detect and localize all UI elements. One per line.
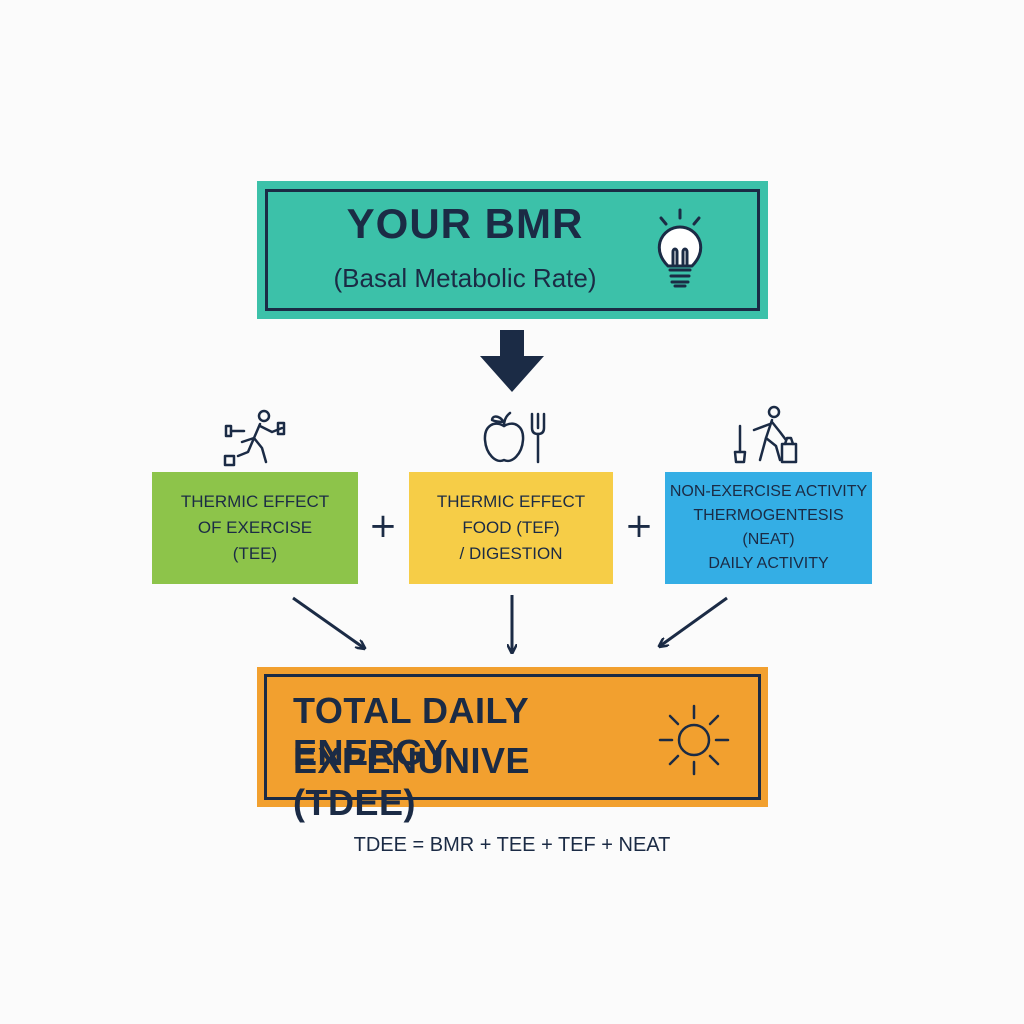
neat-box: NON-EXERCISE ACTIVITY THERMOGENTESIS (NE… (665, 472, 872, 584)
tdee-title-line-2: EXPENUNIVE (TDEE) (293, 740, 531, 823)
plus-sign: + (624, 506, 654, 546)
tdee-box (257, 667, 768, 807)
bmr-title: YOUR BMR (346, 200, 584, 247)
tef-label-line: FOOD (TEF) (462, 518, 560, 537)
tef-label-line: / DIGESTION (459, 544, 563, 563)
tee-label-line: (TEE) (232, 544, 278, 563)
tdee-formula: TDEE = BMR + TEE + TEF + NEAT (353, 834, 671, 856)
tee-box: THERMIC EFFECT OF EXERCISE (TEE) (152, 472, 358, 584)
down-arrow-icon (480, 330, 544, 392)
tee-label-line: THERMIC EFFECT (180, 492, 330, 511)
worker-icon (733, 405, 798, 464)
neat-label-line: NON-EXERCISE ACTIVITY (669, 483, 868, 500)
neat-to-tdee-arrow (660, 596, 728, 646)
neat-label-line: THERMOGENTESIS (693, 507, 844, 524)
apple-fork-icon (483, 411, 546, 464)
tdee-title-line-1: TOTAL DAILY ENERGY (293, 690, 529, 773)
tef-box: THERMIC EFFECT FOOD (TEF) / DIGESTION (409, 472, 613, 584)
sun-icon (658, 704, 730, 776)
tef-label-line: THERMIC EFFECT (436, 492, 586, 511)
exercise-icon (223, 409, 286, 467)
neat-label-line: DAILY ACTIVITY (708, 555, 829, 572)
bmr-box-border (265, 189, 760, 311)
plus-sign: + (368, 506, 398, 546)
lightbulb-icon (657, 208, 703, 288)
tee-label-line: OF EXERCISE (197, 518, 313, 537)
neat-label-line: (NEAT) (742, 531, 795, 548)
bmr-subtitle: (Basal Metabolic Rate) (333, 263, 597, 293)
tdee-box-border (264, 674, 761, 800)
tee-to-tdee-arrow (292, 596, 364, 648)
